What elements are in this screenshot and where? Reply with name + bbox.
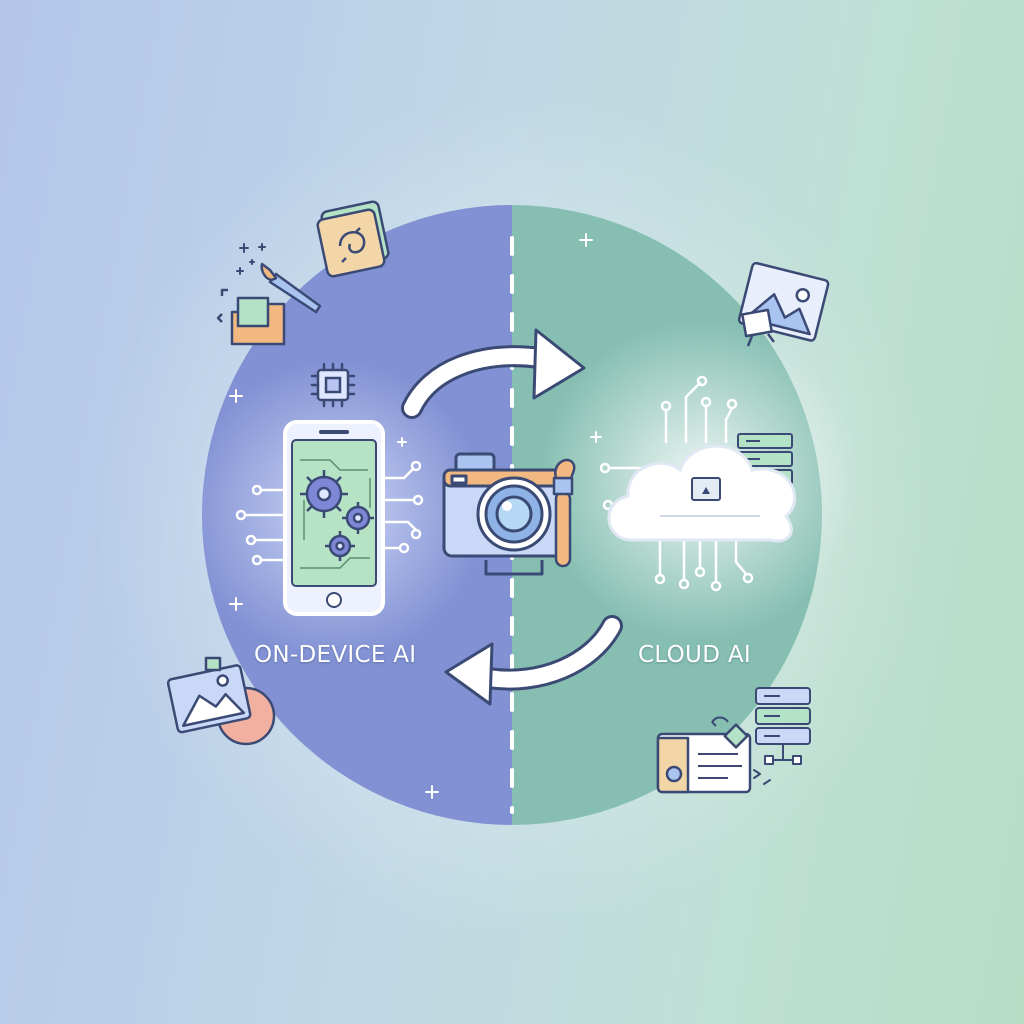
card-icon <box>316 200 390 278</box>
image-icon <box>166 656 276 746</box>
arrow-icon <box>444 615 623 706</box>
server-icon <box>755 687 811 765</box>
sparkle-icon <box>229 233 602 799</box>
paintbrush-icon <box>552 458 576 568</box>
paintbrush-icon <box>260 262 322 314</box>
camera-icon <box>442 452 568 576</box>
arrow-icon <box>401 328 586 419</box>
cloud-icon <box>607 444 797 543</box>
chip-icon <box>310 362 356 408</box>
smartphone-icon <box>235 420 424 616</box>
on-device-ai-label: ON-DEVICE AI <box>254 642 417 668</box>
sparkle-icon <box>236 243 266 275</box>
card-icon <box>656 716 752 794</box>
folder-icon <box>216 288 286 346</box>
cloud-ai-label: CLOUD AI <box>638 642 751 668</box>
image-icon <box>737 261 830 347</box>
gear-icon <box>300 470 374 561</box>
sparkle-icon <box>753 769 771 785</box>
